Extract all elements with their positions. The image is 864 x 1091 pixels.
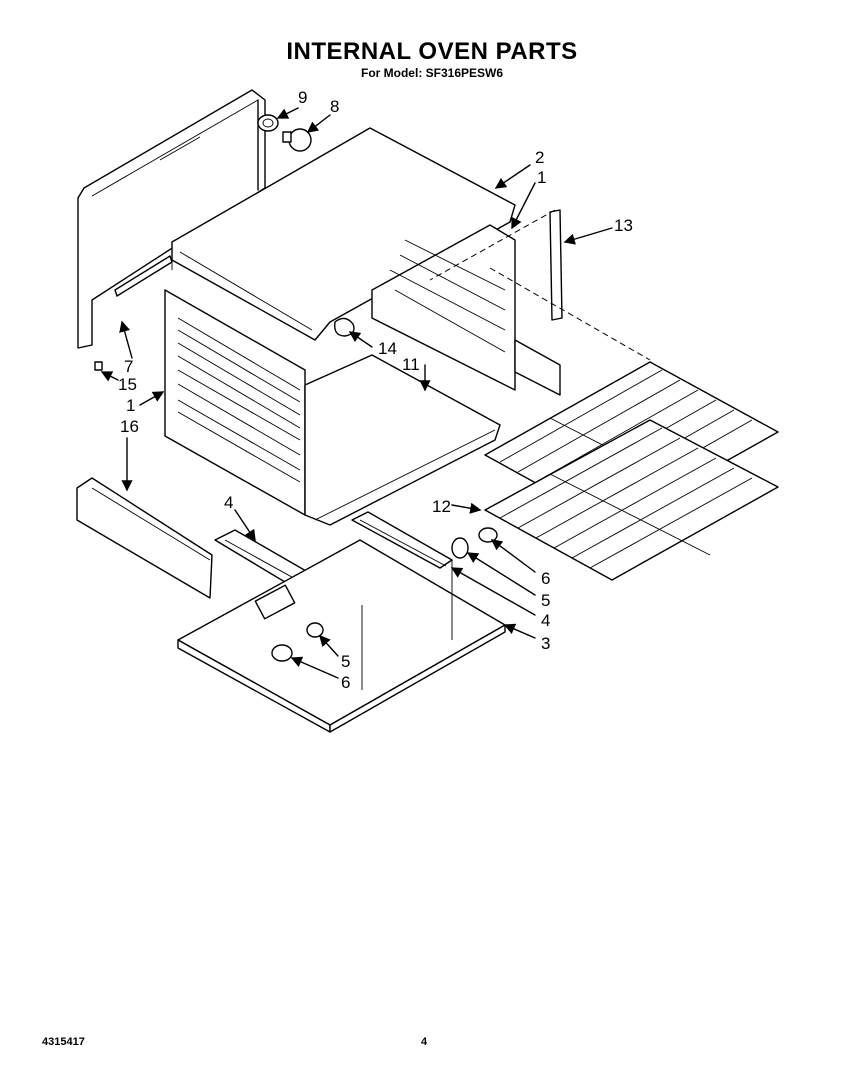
callout-1-left: 1 bbox=[126, 396, 135, 415]
callout-14: 14 bbox=[378, 339, 397, 358]
model-subtitle: For Model: SF316PESW6 bbox=[360, 66, 504, 80]
terminal-knob-bottom bbox=[271, 644, 293, 662]
callout-2: 2 bbox=[535, 148, 544, 167]
callout-6-bottom: 6 bbox=[341, 673, 350, 692]
callout-6-right: 6 bbox=[541, 569, 550, 588]
page-number: 4 bbox=[421, 1036, 428, 1048]
terminal-block-bottom bbox=[306, 622, 324, 638]
callout-15: 15 bbox=[118, 375, 137, 394]
front-trim bbox=[76, 477, 213, 599]
side-trim bbox=[549, 209, 563, 321]
callout-4-left: 4 bbox=[224, 493, 233, 512]
page-title: INTERNAL OVEN PARTS bbox=[286, 38, 578, 65]
terminal-block-right bbox=[451, 537, 469, 559]
leader-lines bbox=[100, 107, 613, 679]
light-socket bbox=[257, 114, 279, 132]
part-number: 4315417 bbox=[42, 1036, 85, 1048]
callout-8: 8 bbox=[330, 97, 339, 116]
callout-5-bottom: 5 bbox=[341, 652, 350, 671]
callout-16: 16 bbox=[120, 417, 139, 436]
callout-7: 7 bbox=[124, 357, 133, 376]
callout-11: 11 bbox=[402, 355, 420, 374]
callout-4-right: 4 bbox=[541, 611, 550, 630]
callout-3: 3 bbox=[541, 634, 550, 653]
liner-side-left bbox=[164, 289, 306, 516]
bottom-pan bbox=[177, 539, 506, 733]
clip bbox=[94, 361, 103, 371]
rear-panel bbox=[77, 89, 266, 349]
callout-12: 12 bbox=[432, 497, 451, 516]
oven-liner bbox=[171, 127, 561, 396]
oven-bottom bbox=[304, 354, 501, 526]
callout-1-top: 1 bbox=[537, 168, 546, 187]
callout-13: 13 bbox=[614, 216, 633, 235]
oven-rack-lower bbox=[484, 419, 779, 581]
callout-9: 9 bbox=[298, 88, 307, 107]
callout-5-right: 5 bbox=[541, 591, 550, 610]
terminal-knob-right bbox=[478, 527, 498, 543]
light-bulb bbox=[282, 128, 312, 152]
